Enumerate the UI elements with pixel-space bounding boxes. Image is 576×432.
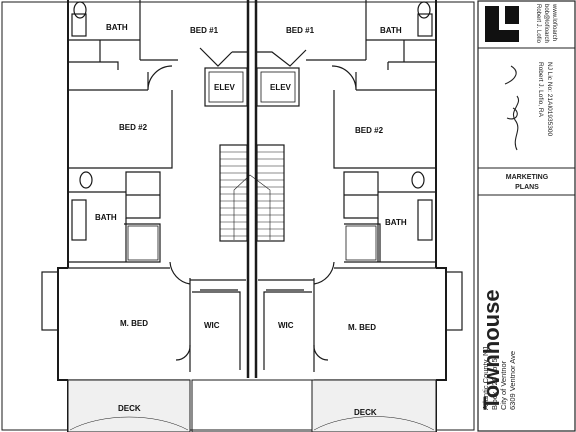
- left-bath-mid-walls: [68, 191, 161, 263]
- license-number: NJ Lic No: 21AI01935300: [546, 62, 553, 136]
- left-wic-door: [175, 344, 191, 361]
- project-address: 6309 Ventnor Ave: [508, 351, 517, 410]
- firm-contact-1: Robert J. Lofio: [535, 4, 541, 44]
- project-block-lot: Block 120 Lot 5: [490, 358, 499, 410]
- project-city: City of Ventnor: [499, 360, 508, 410]
- right-bed1-walls: [256, 0, 367, 67]
- right-vanity-mid: [417, 199, 433, 241]
- right-wic-label: WIC: [278, 321, 294, 330]
- floor-plan: BATH BED #1 BED #1 BATH ELEV ELEV BED #2…: [1, 0, 475, 432]
- stair-treads-left: [220, 151, 247, 237]
- left-exterior-wall: [57, 0, 69, 432]
- left-bath-top-label: BATH: [106, 23, 128, 32]
- right-bath-mid-walls: [344, 191, 436, 263]
- right-elev-shaft: [256, 67, 300, 107]
- stair-arrow: [233, 174, 271, 240]
- right-bath-top-walls: [366, 39, 436, 70]
- left-window-bay: [41, 271, 59, 331]
- left-elev-shaft: [204, 67, 248, 107]
- left-elev-car: [208, 71, 244, 103]
- project-title: Townhouse: [479, 289, 504, 410]
- left-vanity-mid: [71, 199, 87, 241]
- left-mbed-label: M. BED: [120, 319, 148, 328]
- right-mbed-label: M. BED: [348, 323, 376, 332]
- right-bath-mid-label: BATH: [385, 218, 407, 227]
- right-wic-door: [313, 344, 329, 361]
- stair-treads-right: [257, 151, 284, 237]
- firm-logo: [485, 6, 519, 42]
- left-toilet-mid: [79, 171, 93, 189]
- title-block-border: [477, 0, 576, 432]
- left-bed1-label: BED #1: [190, 26, 219, 35]
- left-wic-label: WIC: [204, 321, 220, 330]
- left-closet-walls: [125, 171, 161, 219]
- left-vanity-top: [71, 13, 87, 37]
- right-deck-arc: [313, 416, 435, 431]
- right-shower: [345, 225, 377, 261]
- project-county: Atlantic County, NJ: [481, 347, 490, 410]
- right-elev-label: ELEV: [270, 83, 292, 92]
- right-bed1-label: BED #1: [286, 26, 315, 35]
- right-bath-top-label: BATH: [380, 26, 402, 35]
- left-bed1-walls: [140, 47, 248, 67]
- architect-name: Robert J. Lofio, RA: [537, 62, 544, 118]
- plan-type-line2: PLANS: [515, 184, 539, 191]
- right-elev-car: [260, 71, 296, 103]
- right-exterior-wall: [435, 0, 447, 432]
- left-bath-mid-label: BATH: [95, 213, 117, 222]
- firm-web: www.lofioarch: [551, 3, 557, 41]
- right-vanity-top: [417, 13, 433, 37]
- left-toilet-top: [73, 1, 87, 19]
- left-hall-door: [169, 261, 191, 285]
- left-deck: [67, 379, 191, 432]
- right-toilet-top: [417, 1, 431, 19]
- left-bed2-walls: [68, 65, 173, 169]
- title-block: Robert J. Lofio bob@lofioarch www.lofioa…: [477, 0, 576, 432]
- right-mbed-walls: [258, 267, 436, 381]
- left-mbed-walls: [68, 267, 246, 381]
- architect-signature: [504, 65, 519, 151]
- right-bed2-label: BED #2: [355, 126, 384, 135]
- left-deck-label: DECK: [118, 404, 141, 413]
- stair-left-flight: [219, 144, 248, 242]
- right-wic-walls: [263, 289, 312, 370]
- right-bed2-walls: [331, 65, 436, 169]
- left-deck-arc: [69, 416, 189, 431]
- left-wic-walls: [192, 289, 241, 370]
- right-deck-label: DECK: [354, 408, 377, 417]
- firm-contact-2: bob@lofioarch: [543, 4, 549, 43]
- left-elev-label: ELEV: [214, 83, 236, 92]
- left-bath-top-walls: [68, 0, 141, 70]
- left-bed2-label: BED #2: [119, 123, 148, 132]
- right-window-bay: [445, 271, 463, 331]
- left-shower: [127, 225, 159, 261]
- floor-plan-border: [1, 1, 475, 431]
- right-hall-door: [313, 261, 335, 285]
- center-entry: [191, 379, 313, 432]
- stair-right-flight: [256, 144, 285, 242]
- plan-type-line1: MARKETING: [506, 174, 549, 181]
- right-closet-walls: [343, 171, 379, 219]
- right-toilet-mid: [411, 171, 425, 189]
- right-deck: [311, 379, 437, 432]
